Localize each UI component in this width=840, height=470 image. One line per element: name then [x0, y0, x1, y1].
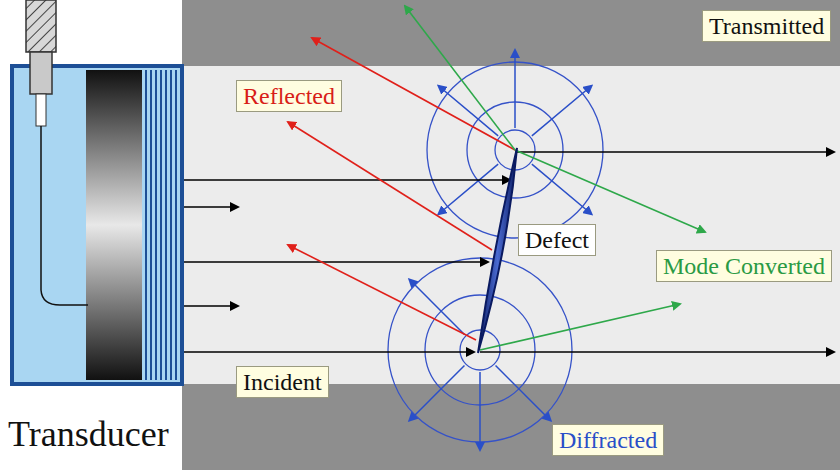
- mode-converted-label-box: Mode Converted: [656, 250, 832, 282]
- diffracted-label-box: Diffracted: [552, 424, 664, 456]
- incident-label-box: Incident: [236, 366, 329, 398]
- label-text: Diffracted: [559, 427, 657, 453]
- label-text: Mode Converted: [663, 253, 825, 279]
- label-text: Defect: [525, 227, 589, 253]
- label-text: Reflected: [243, 83, 335, 109]
- label-text: Incident: [243, 369, 322, 395]
- label-text: Transmitted: [709, 13, 824, 39]
- defect-label-box: Defect: [518, 224, 596, 256]
- reflected-label-box: Reflected: [236, 80, 342, 112]
- transmitted-label-box: Transmitted: [702, 10, 831, 42]
- transducer-label: Transducer: [8, 414, 169, 454]
